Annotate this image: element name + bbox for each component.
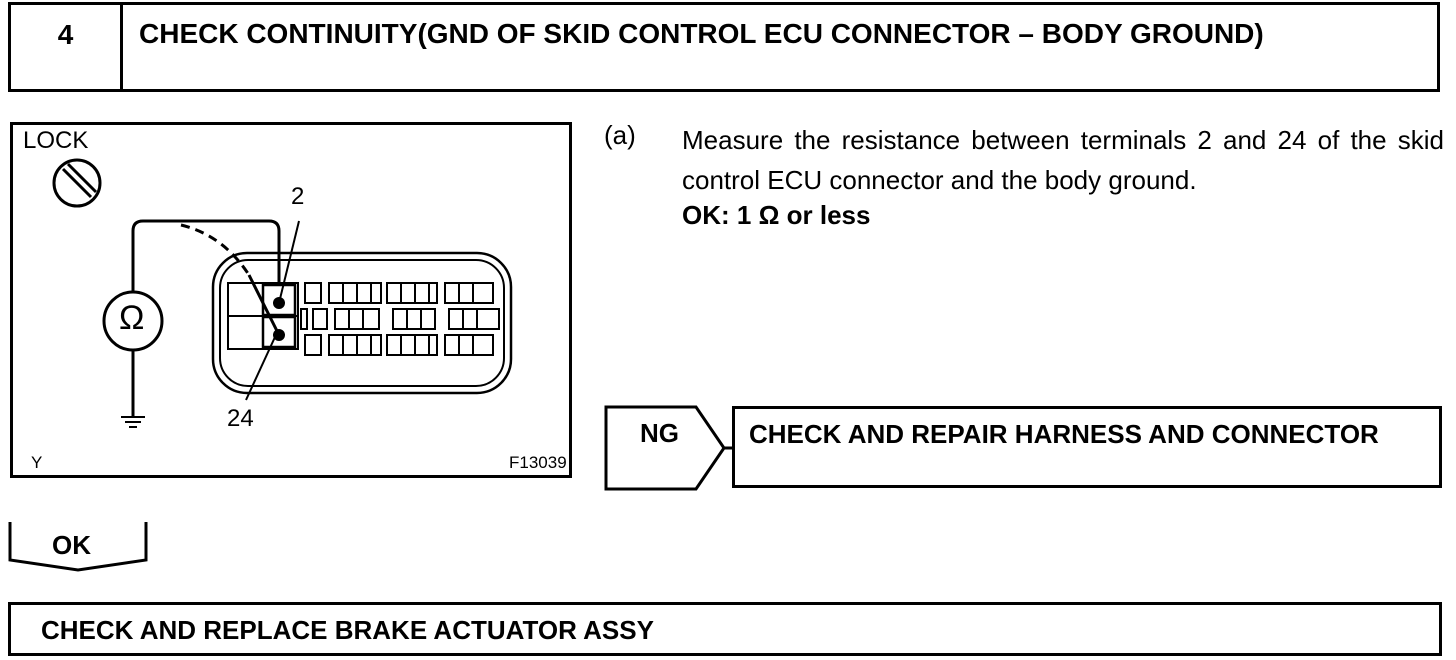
figure-code: F13039 (509, 453, 567, 472)
ohm-symbol: Ω (119, 299, 145, 337)
step-title: CHECK CONTINUITY(GND OF SKID CONTROL ECU… (139, 18, 1264, 49)
instruction-marker: (a) (604, 120, 636, 150)
test-lead-wire (131, 219, 281, 297)
terminal-2-label: 2 (291, 183, 305, 210)
final-action-box: CHECK AND REPLACE BRAKE ACTUATOR ASSY (8, 602, 1442, 656)
instruction-text: Measure the resistance between terminals… (682, 125, 1444, 195)
ground-icon (121, 416, 145, 428)
ok-label: OK (52, 530, 91, 560)
connector-drawing (52, 158, 513, 428)
ok-spec: OK: 1 Ω or less (682, 200, 871, 230)
ng-action-text: CHECK AND REPAIR HARNESS AND CONNECTOR (749, 419, 1379, 449)
step-header: 4 CHECK CONTINUITY(GND OF SKID CONTROL E… (8, 2, 1440, 92)
lock-icon (52, 158, 102, 208)
ng-action-box: CHECK AND REPAIR HARNESS AND CONNECTOR (732, 406, 1442, 488)
corner-mark: Y (31, 453, 43, 472)
connector-body (211, 251, 513, 395)
final-action-text: CHECK AND REPLACE BRAKE ACTUATOR ASSY (41, 615, 654, 645)
ok-tag (8, 522, 148, 572)
lock-label: LOCK (23, 127, 89, 154)
step-number: 4 (11, 5, 123, 89)
ng-label: NG (640, 418, 679, 448)
connector-diagram: LOCK 2 24 Ω Y F13039 (10, 122, 572, 478)
terminal-24-label: 24 (227, 405, 254, 432)
